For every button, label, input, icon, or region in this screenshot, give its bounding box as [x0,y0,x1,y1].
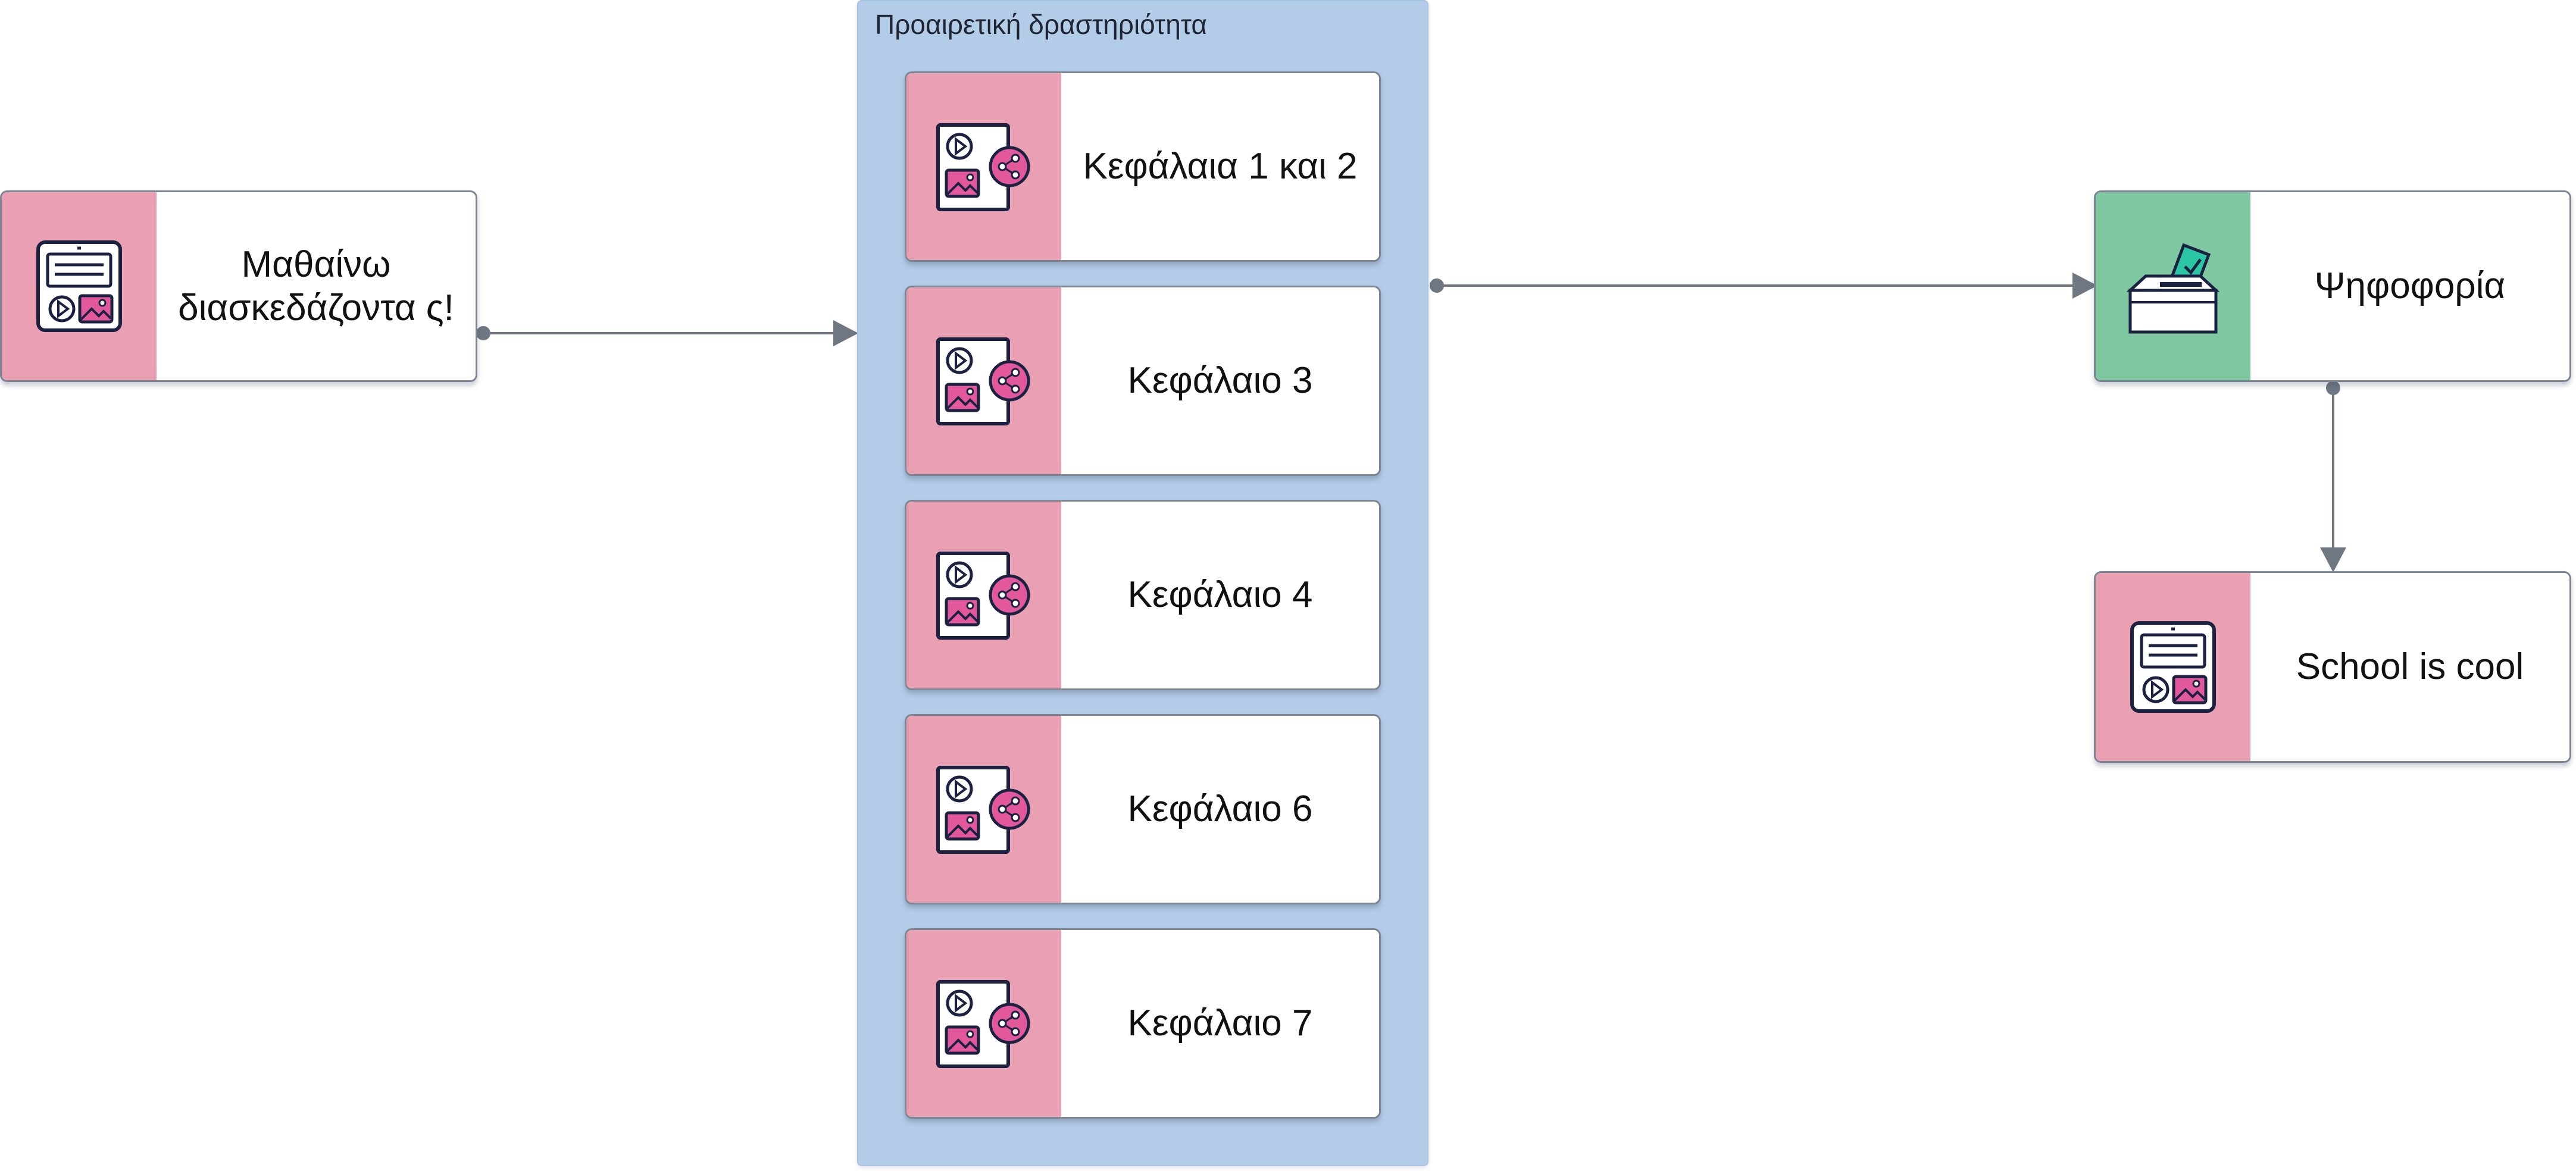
media-share-icon [933,333,1034,428]
node-chapter-6-label: Κεφάλαιο 6 [1127,788,1313,830]
group-title: Προαιρετική δραστηριότητα [875,9,1207,40]
connector-group-to-vote [1430,273,2097,299]
node-start-accent [2,192,157,380]
node-vote-accent [2096,192,2250,380]
node-chapter-3[interactable]: Κεφάλαιο 3 [905,286,1381,476]
media-share-icon [933,547,1034,643]
node-chapter-3-accent [906,287,1061,474]
connector-vote-to-end [2320,381,2346,572]
node-chapter-6[interactable]: Κεφάλαιο 6 [905,714,1381,904]
node-chapter-4-accent [906,502,1061,688]
interactive-content-icon [2128,619,2218,715]
node-chapter-3-label: Κεφάλαιο 3 [1127,360,1313,402]
node-chapters-1-2-label: Κεφάλαια 1 και 2 [1083,146,1358,187]
node-chapter-4[interactable]: Κεφάλαιο 4 [905,500,1381,690]
node-end-label: School is cool [2296,646,2524,688]
node-start-label: Μαθαίνω διασκεδάζοντα ς! [178,243,454,328]
node-vote-label: Ψηφοφορία [2314,265,2506,307]
node-chapter-7[interactable]: Κεφάλαιο 7 [905,928,1381,1119]
node-start[interactable]: Μαθαίνω διασκεδάζοντα ς! [0,190,477,382]
node-chapter-7-accent [906,930,1061,1117]
node-vote[interactable]: Ψηφοφορία [2094,190,2571,382]
node-end-accent [2096,573,2250,761]
node-chapter-7-label: Κεφάλαιο 7 [1127,1003,1313,1044]
interactive-content-icon [35,239,124,334]
node-end[interactable]: School is cool [2094,571,2571,763]
node-chapter-6-accent [906,716,1061,903]
node-chapters-1-2-accent [906,73,1061,260]
node-chapters-1-2[interactable]: Κεφάλαια 1 και 2 [905,71,1381,262]
node-chapter-4-label: Κεφάλαιο 4 [1127,574,1313,616]
media-share-icon [933,119,1034,214]
media-share-icon [933,976,1034,1071]
ballot-box-icon [2125,236,2221,337]
connector-start-to-group [476,320,858,346]
media-share-icon [933,762,1034,857]
